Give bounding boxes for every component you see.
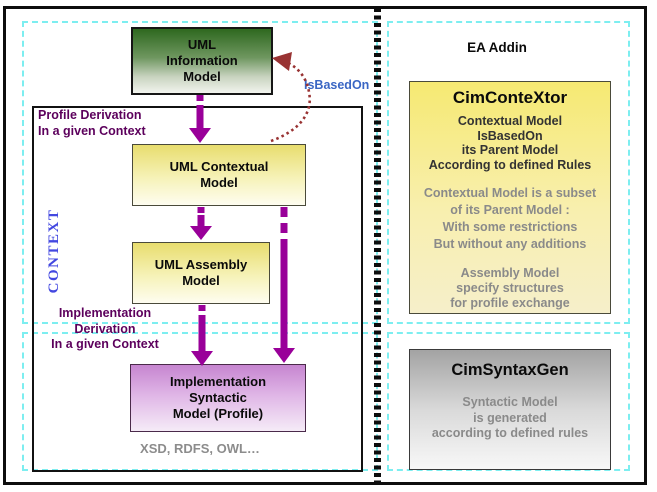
cimcontextor-title: CimConteXtor <box>452 88 568 107</box>
implementation-derivation-label: Implementation Derivation In a given Con… <box>51 306 159 351</box>
vertical-dotted-divider <box>374 8 381 485</box>
cimsyntaxgen-title: CimSyntaxGen <box>451 361 569 379</box>
formats-note: XSD, RDFS, OWL… <box>140 441 260 456</box>
uml-contextual-model-box: UML Contextual Model <box>132 144 306 206</box>
context-vertical-label: CONTEXT <box>46 208 62 294</box>
isbasedon-label: IsBasedOn <box>304 78 370 92</box>
cimcontextor-panel: CimConteXtor Contextual Model IsBasedOn … <box>409 81 611 314</box>
cyan-dashed-region-bottom-right <box>387 332 630 471</box>
ea-addin-title: EA Addin <box>467 40 527 55</box>
cimcontextor-rule-text: Contextual Model IsBasedOn its Parent Mo… <box>428 114 592 172</box>
cimsyntaxgen-panel: CimSyntaxGen Syntactic Model is generate… <box>409 349 611 470</box>
uml-information-model-box: UML Information Model <box>131 27 273 95</box>
cimsyntaxgen-body-text: Syntactic Model is generated according t… <box>431 395 589 440</box>
implementation-syntactic-model-box: Implementation Syntactic Model (Profile) <box>130 364 306 432</box>
outer-border <box>3 6 647 485</box>
cyan-dashed-region-top-right <box>387 21 630 324</box>
cimcontextor-assembly-text: Assembly Model specify structures for pr… <box>450 266 570 310</box>
uml-assembly-model-box: UML Assembly Model <box>132 242 270 304</box>
cimcontextor-subset-text: Contextual Model is a subset of its Pare… <box>423 186 597 251</box>
profile-derivation-label: Profile Derivation In a given Context <box>38 108 146 138</box>
